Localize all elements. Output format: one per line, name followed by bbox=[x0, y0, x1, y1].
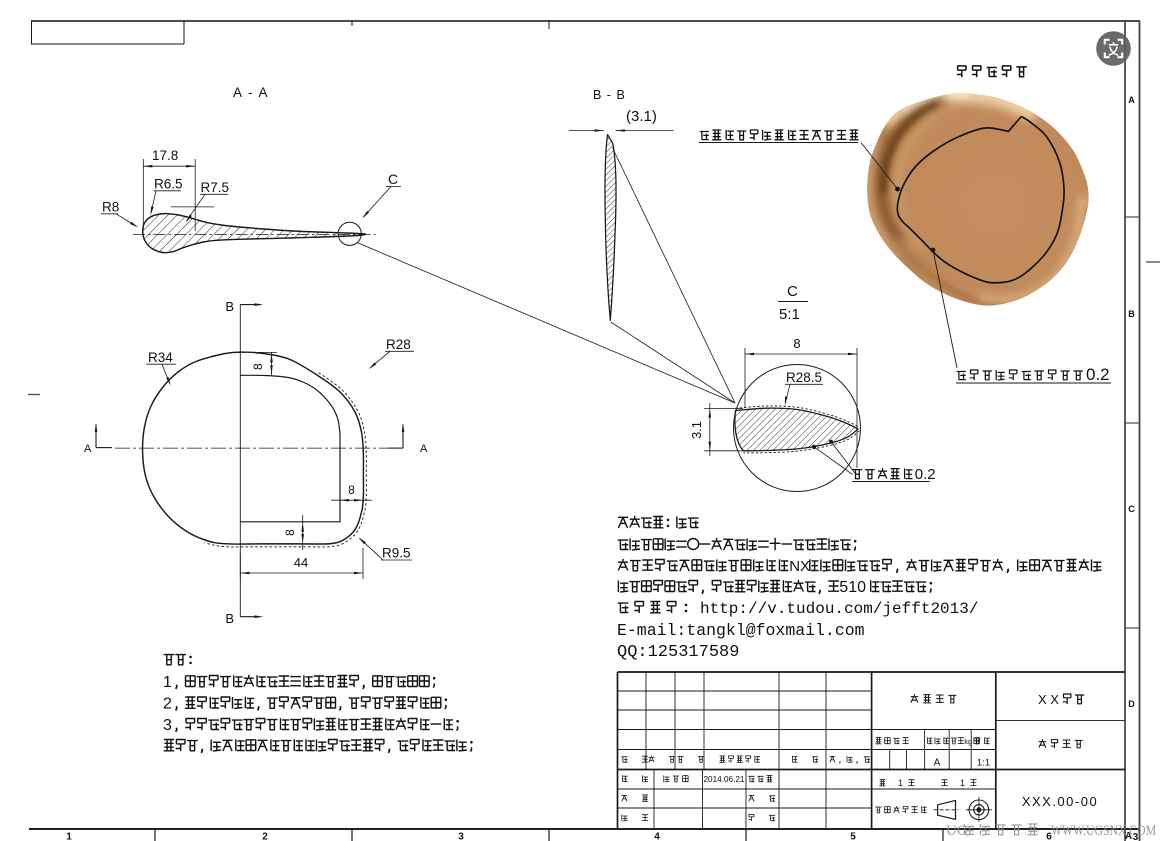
svg-text:3: 3 bbox=[163, 717, 172, 734]
svg-text:C: C bbox=[787, 283, 798, 300]
svg-text:R8: R8 bbox=[102, 200, 119, 215]
svg-text:UG: UG bbox=[946, 823, 968, 839]
svg-text:8: 8 bbox=[793, 336, 800, 351]
svg-text:5:1: 5:1 bbox=[779, 306, 800, 323]
svg-text:1:1: 1:1 bbox=[977, 758, 990, 769]
svg-text:3: 3 bbox=[458, 832, 464, 841]
svg-text:2: 2 bbox=[163, 696, 172, 713]
svg-text:R9.5: R9.5 bbox=[382, 546, 411, 561]
svg-text:2: 2 bbox=[262, 832, 268, 841]
svg-text:2014.06.21: 2014.06.21 bbox=[704, 775, 745, 784]
svg-text:R7.5: R7.5 bbox=[201, 180, 230, 195]
svg-text:3.1: 3.1 bbox=[689, 421, 704, 439]
svg-text:510: 510 bbox=[839, 579, 866, 596]
svg-text:8: 8 bbox=[283, 529, 297, 536]
svg-text:A: A bbox=[1128, 95, 1135, 105]
svg-text:R28: R28 bbox=[386, 337, 411, 352]
svg-text:A - A: A - A bbox=[233, 85, 269, 100]
svg-text:0.2: 0.2 bbox=[1086, 365, 1110, 384]
svg-text:B - B: B - B bbox=[593, 88, 626, 102]
svg-text:B: B bbox=[1128, 309, 1135, 319]
svg-text:B: B bbox=[225, 611, 234, 626]
svg-text:E-mail:tangkl@foxmail.com: E-mail:tangkl@foxmail.com bbox=[617, 621, 865, 640]
svg-text:C: C bbox=[1128, 504, 1135, 514]
svg-text:A: A bbox=[420, 443, 428, 455]
svg-text:(3.1): (3.1) bbox=[626, 108, 657, 125]
svg-text:A: A bbox=[934, 758, 941, 769]
svg-text:R28.5: R28.5 bbox=[786, 370, 822, 385]
svg-text:B: B bbox=[225, 299, 234, 314]
svg-text:C: C bbox=[388, 171, 398, 187]
svg-text:R34: R34 bbox=[148, 350, 173, 365]
svg-text:kg: kg bbox=[964, 737, 972, 746]
svg-text:4: 4 bbox=[654, 832, 660, 841]
svg-text:1: 1 bbox=[163, 674, 172, 691]
svg-text:X X: X X bbox=[1038, 692, 1059, 707]
svg-text:NX: NX bbox=[789, 558, 810, 575]
svg-text:1: 1 bbox=[898, 778, 903, 788]
svg-text:QQ:125317589: QQ:125317589 bbox=[617, 643, 739, 662]
svg-text:R6.5: R6.5 bbox=[154, 177, 183, 192]
svg-text:A: A bbox=[1125, 831, 1132, 841]
svg-text:8: 8 bbox=[348, 483, 355, 497]
svg-text:1: 1 bbox=[960, 778, 965, 788]
svg-text:8: 8 bbox=[251, 363, 265, 370]
svg-text:44: 44 bbox=[294, 555, 308, 570]
svg-text:1: 1 bbox=[66, 832, 72, 841]
svg-text:0.2: 0.2 bbox=[915, 466, 936, 483]
svg-text:http://v.tudou.com/jefft2013/: http://v.tudou.com/jefft2013/ bbox=[700, 600, 978, 618]
svg-text:WWW.UGSNX.COM: WWW.UGSNX.COM bbox=[1051, 823, 1156, 839]
svg-text:A: A bbox=[84, 443, 92, 455]
svg-text:5: 5 bbox=[850, 832, 856, 841]
svg-text:D: D bbox=[1128, 699, 1135, 709]
svg-text:17.8: 17.8 bbox=[152, 148, 178, 163]
svg-text:6: 6 bbox=[1046, 832, 1052, 841]
svg-text:XXX.00-00: XXX.00-00 bbox=[1022, 794, 1098, 809]
svg-text:3: 3 bbox=[1133, 832, 1139, 841]
